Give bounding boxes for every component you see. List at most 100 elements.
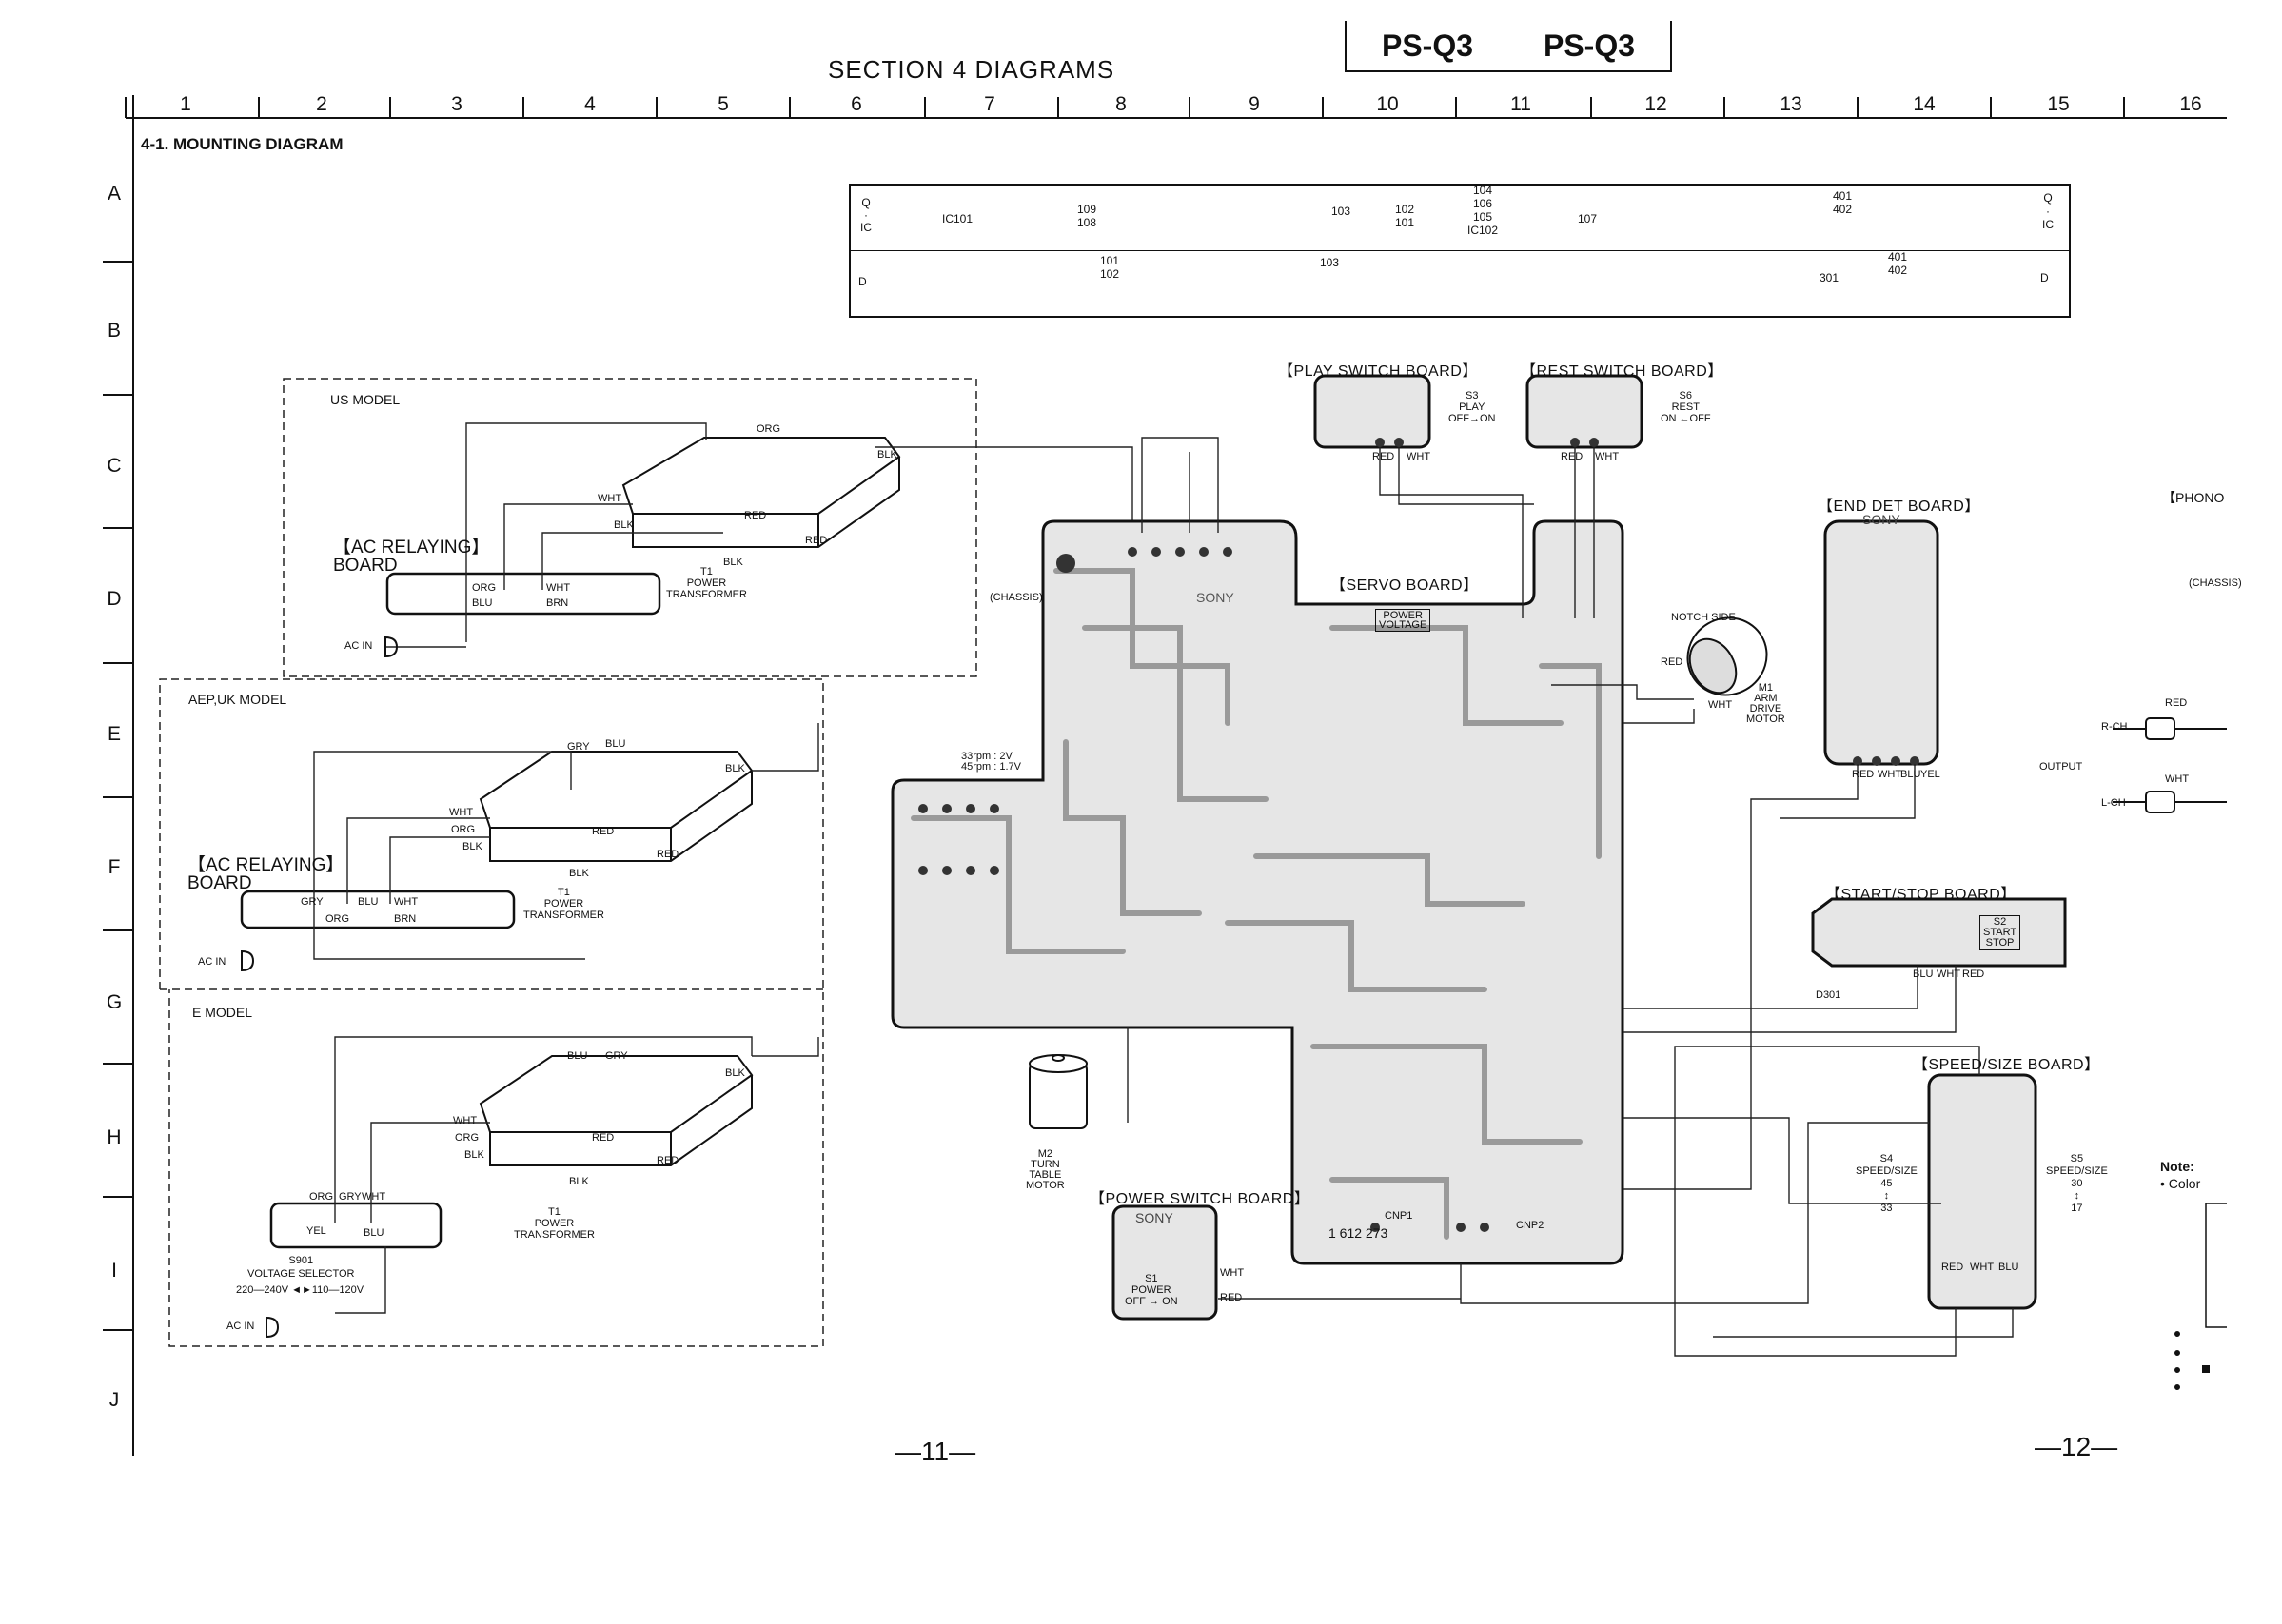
servo-cnp2-label: CNP2 bbox=[1516, 1220, 1544, 1231]
wire-label: ORG bbox=[309, 1191, 334, 1203]
wire-label: BLU bbox=[358, 896, 379, 908]
model-label-left: PS-Q3 bbox=[1381, 28, 1474, 63]
wire-label: ORG bbox=[455, 1132, 480, 1144]
wire-label: WHT bbox=[1220, 1267, 1245, 1279]
wire-label: RED bbox=[1661, 656, 1683, 668]
start-stop-switch-label: S2 START STOP bbox=[1979, 915, 2021, 950]
row-letter: E bbox=[107, 723, 121, 745]
model-wiring bbox=[313, 422, 1133, 1314]
note-title: Note: bbox=[2160, 1159, 2194, 1174]
sony-logo: SONY bbox=[1196, 590, 1234, 605]
ref-row-label: D bbox=[858, 275, 867, 288]
wire-label: RED bbox=[592, 826, 615, 837]
ref-row-label: Q·IC bbox=[860, 196, 872, 234]
sony-logo: SONY bbox=[1862, 512, 1900, 527]
column-number: 3 bbox=[451, 93, 462, 115]
wire-label: GRY bbox=[605, 1050, 628, 1062]
column-number: 9 bbox=[1249, 93, 1260, 115]
turntable-motor-body bbox=[1029, 1063, 1088, 1129]
servo-power-voltage: POWER VOLTAGE bbox=[1375, 609, 1431, 632]
ref-cell: 103 bbox=[1331, 205, 1351, 218]
phono-board-title: 【PHONO bbox=[2162, 490, 2225, 505]
e-transformer-label: T1 POWER TRANSFORMER bbox=[514, 1206, 595, 1241]
wire-label: WHT bbox=[453, 1115, 478, 1126]
ref-row-label-right: Q · IC bbox=[2042, 191, 2054, 231]
column-number: 7 bbox=[984, 93, 995, 115]
us-model-title: US MODEL bbox=[330, 392, 401, 407]
phono-output-label: OUTPUT bbox=[2039, 761, 2083, 773]
column-number: 16 bbox=[2179, 93, 2202, 115]
column-number: 5 bbox=[718, 93, 729, 115]
wire-label: WHT bbox=[1937, 969, 1961, 980]
wire-label: BRN bbox=[394, 913, 417, 925]
reference-table: Q·IC IC101 109 108 103 102 101 104 106 1… bbox=[849, 184, 2071, 318]
aep-model-title: AEP,UK MODEL bbox=[188, 692, 287, 707]
wire-label: RED bbox=[1962, 969, 1985, 980]
column-number: 15 bbox=[2047, 93, 2070, 115]
ref-row-label-right: D bbox=[2040, 271, 2049, 284]
wire-label: YEL bbox=[1920, 769, 1940, 780]
relaying-boards bbox=[240, 572, 661, 1249]
wire-label: BLU bbox=[1900, 769, 1921, 780]
aep-transformer-label: T1 POWER TRANSFORMER bbox=[523, 887, 604, 921]
aep-relaying-board-title: 【AC RELAYING】 BOARD bbox=[187, 855, 344, 893]
ref-cell: 107 bbox=[1578, 212, 1598, 225]
column-number: 13 bbox=[1780, 93, 1802, 115]
ref-row-d: D 101 102 103 301 401 402 D bbox=[851, 250, 2069, 315]
wire-label: GRY bbox=[567, 741, 590, 753]
column-number: 8 bbox=[1115, 93, 1127, 115]
interconnect-wires bbox=[1127, 437, 2014, 1357]
wire-label: BLU bbox=[364, 1227, 384, 1239]
wire-label: ORG bbox=[472, 582, 497, 594]
start-stop-led-label: D301 bbox=[1816, 989, 1841, 1001]
pcb-boards bbox=[891, 374, 2067, 1321]
aep-ac-in-label: AC IN bbox=[198, 956, 226, 968]
servo-board-title: 【SERVO BOARD】 bbox=[1330, 577, 1479, 594]
wire-label: RED bbox=[1561, 451, 1584, 462]
wire-label: RED bbox=[1852, 769, 1875, 780]
row-letter: H bbox=[107, 1126, 122, 1148]
wire-label: BLK bbox=[569, 1176, 589, 1187]
wire-label: RED bbox=[2165, 697, 2188, 709]
servo-speed-note: 33rpm : 2V 45rpm : 1.7V bbox=[961, 751, 1021, 773]
pcb-traces bbox=[911, 568, 1602, 1240]
e-model-title: E MODEL bbox=[192, 1005, 253, 1020]
wire-label: WHT bbox=[449, 807, 474, 818]
wire-label: BLK bbox=[723, 557, 743, 568]
wire-label: WHT bbox=[1970, 1262, 1995, 1273]
wire-label: WHT bbox=[362, 1191, 386, 1203]
row-letter: D bbox=[107, 588, 122, 610]
us-model-box bbox=[283, 378, 977, 677]
note-item: • Color bbox=[2160, 1176, 2201, 1191]
row-letter: G bbox=[106, 991, 123, 1013]
note-box bbox=[2205, 1203, 2227, 1328]
wire-label: WHT bbox=[1708, 699, 1733, 711]
row-letter: B bbox=[107, 320, 121, 342]
row-letter: A bbox=[107, 183, 121, 205]
wire-label: RED bbox=[1372, 451, 1395, 462]
wire-label: BLU bbox=[567, 1050, 588, 1062]
wire-label: RED bbox=[744, 510, 767, 521]
wire-label: BLU bbox=[472, 597, 493, 609]
rest-switch-board-title: 【REST SWITCH BOARD】 bbox=[1521, 363, 1723, 380]
ref-cell: 401 402 bbox=[1833, 189, 1853, 216]
column-number: 12 bbox=[1644, 93, 1667, 115]
power-switch-board-title: 【POWER SWITCH BOARD】 bbox=[1090, 1191, 1310, 1207]
ref-cell: 401 402 bbox=[1888, 250, 1908, 277]
aep-e-model-box bbox=[159, 678, 824, 1347]
wire-label: YEL bbox=[306, 1225, 326, 1237]
ref-row-q-ic: Q·IC IC101 109 108 103 102 101 104 106 1… bbox=[851, 184, 2069, 251]
wire-label: BLU bbox=[1998, 1262, 2019, 1273]
column-number: 2 bbox=[316, 93, 327, 115]
ref-cell: 101 102 bbox=[1100, 254, 1120, 281]
column-number: 1 bbox=[180, 93, 191, 115]
column-number: 11 bbox=[1510, 93, 1531, 115]
wire-label: BLK bbox=[569, 868, 589, 879]
wire-label: RED bbox=[592, 1132, 615, 1144]
phono-chassis-label: (CHASSIS) bbox=[2189, 577, 2242, 589]
ref-cell: 301 bbox=[1820, 271, 1839, 284]
transformers bbox=[479, 437, 901, 1166]
power-switch-label: S1 POWER OFF → ON bbox=[1125, 1273, 1178, 1307]
wire-label: WHT bbox=[394, 896, 419, 908]
